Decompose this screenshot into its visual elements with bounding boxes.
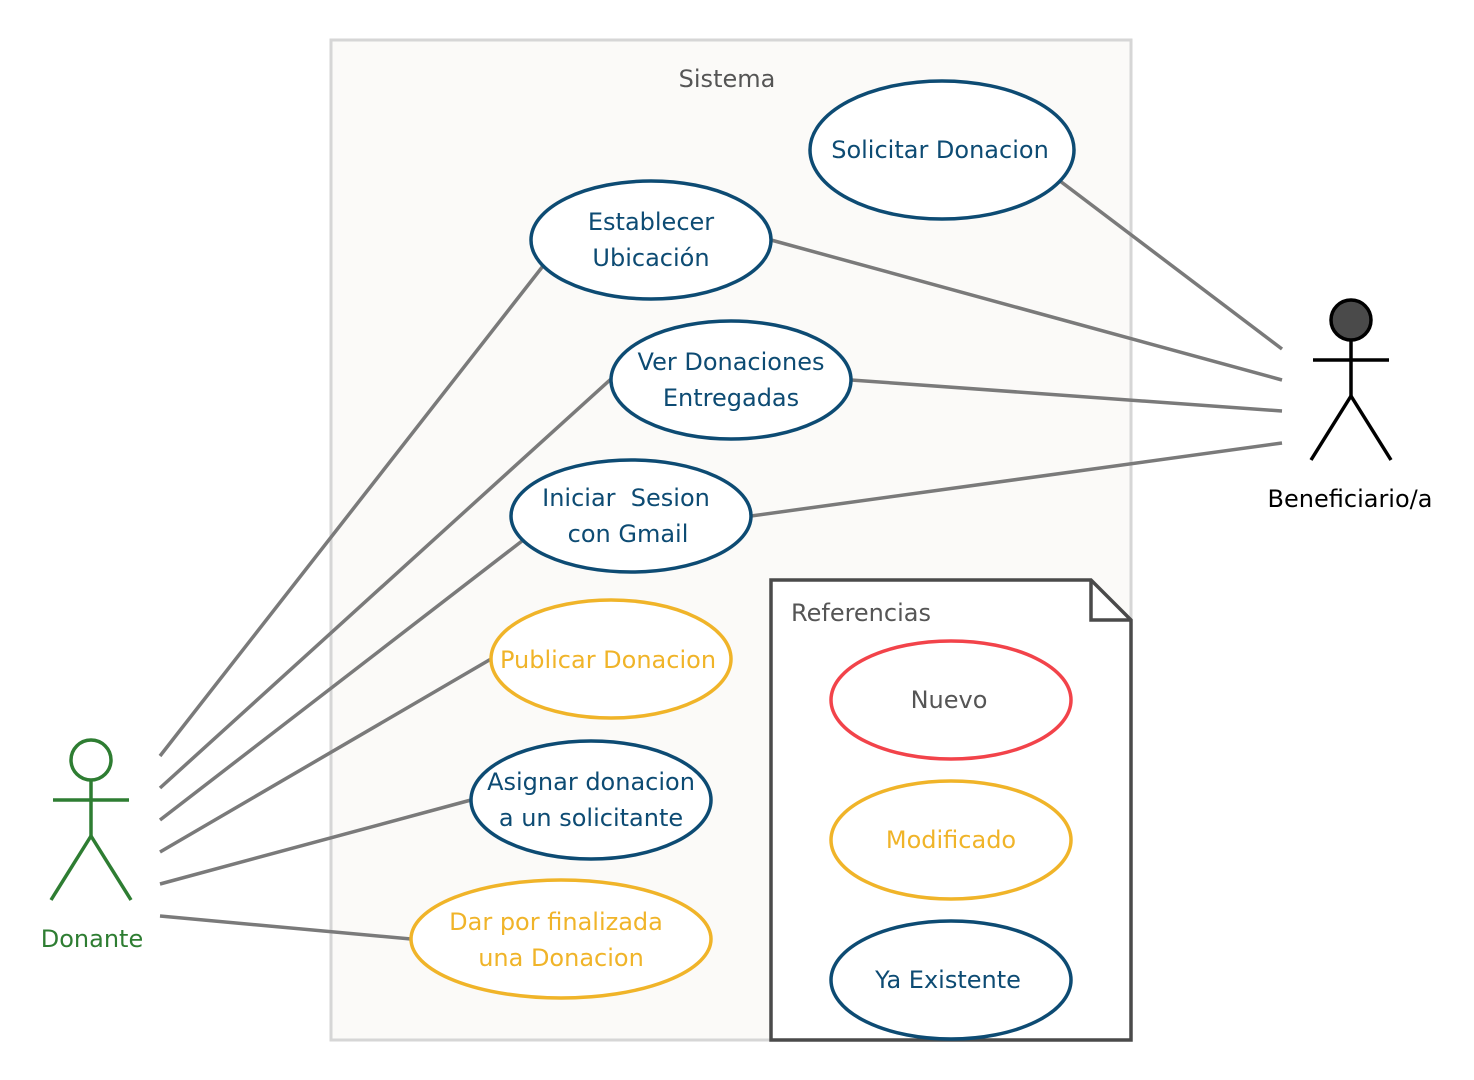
- legend-label-modificado: Modificado: [886, 826, 1016, 854]
- use-case-label: Iniciar Sesion: [542, 484, 710, 512]
- association-beneficiario-solicitar: [1058, 179, 1284, 351]
- use-case-ellipse: [469, 739, 713, 861]
- legend-ellipse-nuevo: [829, 639, 1073, 761]
- folded-corner-icon: [1089, 580, 1131, 622]
- legend-ellipse-existente: [829, 919, 1073, 1041]
- association-donante-finalizar: [159, 914, 412, 941]
- association-donante-establecer: [158, 264, 545, 758]
- use-case-ellipse: [409, 878, 713, 1000]
- use-case-publicar-donacion: Publicar Donacion: [489, 598, 733, 720]
- use-case-label: Entregadas: [663, 384, 799, 412]
- use-case-label: Solicitar Donacion: [831, 136, 1049, 164]
- use-case-ellipse: [489, 598, 733, 720]
- legend-ellipse-modificado: [829, 779, 1073, 901]
- use-case-label: a un solicitante: [499, 804, 683, 832]
- association-beneficiario-iniciar: [750, 441, 1283, 518]
- use-case-establecer-ubicacion: Establecer Ubicación: [529, 179, 773, 301]
- use-case-solicitar-donacion: Solicitar Donacion: [808, 79, 1076, 221]
- use-case-label: Ver Donaciones: [638, 348, 825, 376]
- legend-label-nuevo: Nuevo: [911, 686, 988, 714]
- use-case-ellipse: [808, 79, 1076, 221]
- use-case-label: con Gmail: [568, 520, 689, 548]
- use-case-label: Asignar donacion: [487, 768, 695, 796]
- use-case-dar-por-finalizada: Dar por finalizada una Donacion: [409, 878, 713, 1000]
- legend-note: Referencias Nuevo Modificado Ya Existent…: [769, 578, 1133, 1042]
- use-case-label: Ubicación: [592, 244, 709, 272]
- use-case-iniciar-sesion: Iniciar Sesion con Gmail: [509, 458, 753, 574]
- use-case-asignar-donacion: Asignar donacion a un solicitante: [469, 739, 713, 861]
- actor-label-donante: Donante: [41, 925, 143, 953]
- use-case-label: Publicar Donacion: [500, 646, 716, 674]
- association-donante-publicar: [159, 657, 492, 854]
- stick-figure-icon: [49, 738, 133, 901]
- association-donante-asignar: [159, 798, 472, 886]
- actor-beneficiario: Beneficiario/a: [1268, 298, 1433, 513]
- legend-title: Referencias: [791, 599, 931, 627]
- legend-label-existente: Ya Existente: [874, 966, 1021, 994]
- association-beneficiario-ver: [850, 378, 1283, 413]
- stick-figure-icon: [1309, 298, 1393, 461]
- associations: [158, 179, 1284, 941]
- actor-donante: Donante: [41, 738, 143, 953]
- association-donante-iniciar: [158, 539, 524, 822]
- use-case-ver-donaciones-entregadas: Ver Donaciones Entregadas: [609, 319, 853, 441]
- association-donante-ver: [158, 377, 613, 790]
- system-title: Sistema: [679, 65, 776, 93]
- association-beneficiario-establecer: [770, 238, 1283, 382]
- use-case-ellipse: [509, 458, 753, 574]
- use-case-ellipse: [609, 319, 853, 441]
- use-case-label: una Donacion: [478, 944, 644, 972]
- use-case-label: Dar por finalizada: [449, 908, 663, 936]
- use-case-label: Establecer: [588, 208, 714, 236]
- use-case-ellipse: [529, 179, 773, 301]
- actor-label-beneficiario: Beneficiario/a: [1268, 485, 1433, 513]
